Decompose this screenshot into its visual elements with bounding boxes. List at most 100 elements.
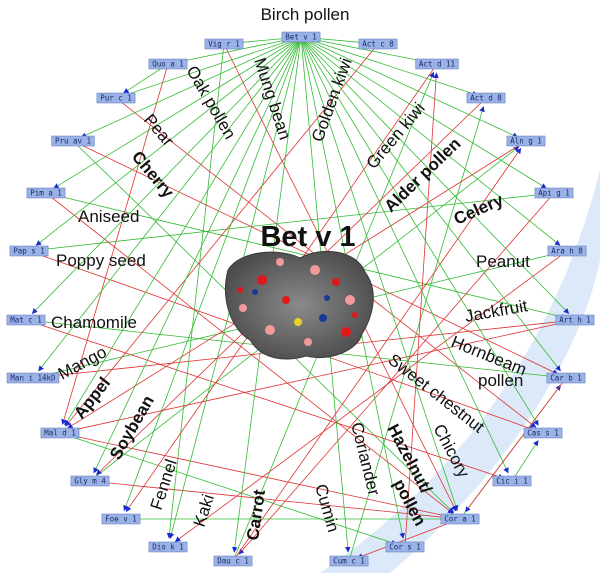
edge-red: [238, 192, 555, 555]
allergen-node-box: [281, 31, 321, 43]
allergen-node: Cas s 1: [523, 427, 563, 439]
allergen-node: Cic i 1: [492, 475, 532, 487]
edge-hub: [300, 36, 478, 97]
allergen-node-label: Act d 8: [470, 94, 502, 103]
edge-hub: [93, 36, 302, 474]
allergen-node-label: Mal d 1: [44, 429, 76, 438]
allergen-node-label: Cum c 1: [333, 557, 365, 566]
food-source-label: Pear: [140, 110, 178, 150]
allergen-node-box: [385, 541, 425, 553]
allergen-node-box: [555, 314, 595, 326]
edge-hub: [300, 36, 561, 372]
allergen-node: Quo a 1: [148, 58, 188, 70]
allergen-node-label: Pru av 1: [55, 137, 91, 146]
allergen-node-box: [546, 372, 586, 384]
food-source-label: pollen: [478, 371, 523, 390]
allergen-node-box: [523, 427, 563, 439]
allergen-node-label: Cic i 1: [496, 477, 528, 486]
edge-green: [59, 432, 397, 546]
edge-hub: [38, 36, 302, 372]
allergen-node-label: Pap s 1: [13, 247, 45, 256]
edge-hub: [300, 36, 570, 314]
edge-hub: [300, 36, 519, 138]
allergen-node-box: [96, 92, 136, 104]
allergen-node-label: Pur c 1: [100, 94, 132, 103]
allergen-node: Cor a 1: [440, 513, 480, 525]
allergen-node-label: Vig r 1: [208, 40, 240, 49]
allergen-node-label: Act d 11: [419, 60, 455, 69]
allergen-node-label: Pim a 1: [30, 189, 62, 198]
edge-hub: [35, 36, 302, 246]
edge-hub: [80, 36, 302, 138]
allergen-node-label: Dio k 1: [152, 543, 184, 552]
allergen-node-box: [329, 555, 369, 567]
allergen-node-label: Car b 1: [550, 374, 582, 383]
allergen-node-box: [40, 427, 80, 439]
allergen-node-box: [506, 135, 546, 147]
allergen-node: Act c 8: [358, 38, 398, 50]
allergen-node: Api g 1: [534, 187, 574, 199]
allergen-node: Pap s 1: [9, 245, 49, 257]
allergen-node-box: [70, 475, 110, 487]
allergen-node: Mat c 1: [6, 314, 46, 326]
edge-hub: [300, 36, 459, 511]
food-source-label: Fennel: [147, 457, 181, 512]
allergen-node-box: [204, 38, 244, 50]
allergen-node: Act d 8: [466, 92, 506, 104]
allergen-node: Art h 1: [555, 314, 595, 326]
edge-red: [59, 432, 452, 519]
food-source-label: Jackfruit: [463, 296, 529, 326]
edge-green: [28, 191, 546, 252]
allergen-node-label: Art h 1: [559, 316, 591, 325]
allergen-node-box: [358, 38, 398, 50]
allergen-node: Vig r 1: [204, 38, 244, 50]
allergen-node: Pim a 1: [26, 187, 66, 199]
allergen-node-label: Man i 14kD: [10, 374, 56, 383]
edge-hub: [300, 36, 547, 189]
food-source-label: Celery: [451, 190, 507, 229]
allergen-node: Cum c 1: [329, 555, 369, 567]
allergen-node-box: [440, 513, 480, 525]
allergen-node-box: [26, 187, 66, 199]
food-source-label: Green kiwi: [363, 99, 429, 173]
edge-green: [511, 440, 539, 482]
edge-hub: [124, 36, 302, 97]
allergen-node: Pru av 1: [51, 135, 95, 147]
edge-hub: [300, 36, 509, 474]
allergen-node-label: Ara h 8: [551, 247, 583, 256]
edge-hub: [31, 36, 302, 314]
allergen-node: Dio k 1: [148, 541, 188, 553]
edge-hub: [123, 36, 302, 512]
food-source-label: Coriander: [347, 420, 384, 497]
allergen-node-box: [415, 58, 459, 70]
food-source-label: Aniseed: [78, 207, 139, 226]
diagram-title: Bet v 1: [260, 221, 355, 253]
edge-red: [465, 377, 567, 513]
edge-hub: [64, 36, 302, 426]
allergen-node-box: [51, 135, 95, 147]
allergen-node-box: [6, 372, 60, 384]
allergen-node: Car b 1: [546, 372, 586, 384]
edge-red: [68, 319, 576, 433]
allergen-node-box: [148, 58, 188, 70]
birch-pollen-label: Birch pollen: [261, 5, 350, 24]
allergen-node-box: [547, 245, 587, 257]
edge-hub: [300, 36, 429, 65]
allergen-node: Man i 14kD: [6, 372, 60, 384]
protein-structure-image: [224, 250, 374, 360]
allergen-node: Gly m 4: [70, 475, 110, 487]
allergen-node: Bet v 1: [281, 31, 321, 43]
edge-red: [65, 43, 379, 427]
allergen-node-label: Act c 8: [362, 40, 394, 49]
allergen-node-label: Cor s 1: [389, 543, 421, 552]
background-band: [320, 170, 600, 573]
allergen-node-box: [466, 92, 506, 104]
food-source-label: Kaki: [190, 492, 218, 529]
edge-red: [61, 63, 169, 425]
edge-red: [89, 480, 452, 521]
edge-green: [166, 43, 225, 539]
food-source-label: Cumin: [311, 482, 343, 534]
allergen-node: Foe v 1: [101, 513, 141, 525]
edge-red: [232, 147, 522, 562]
